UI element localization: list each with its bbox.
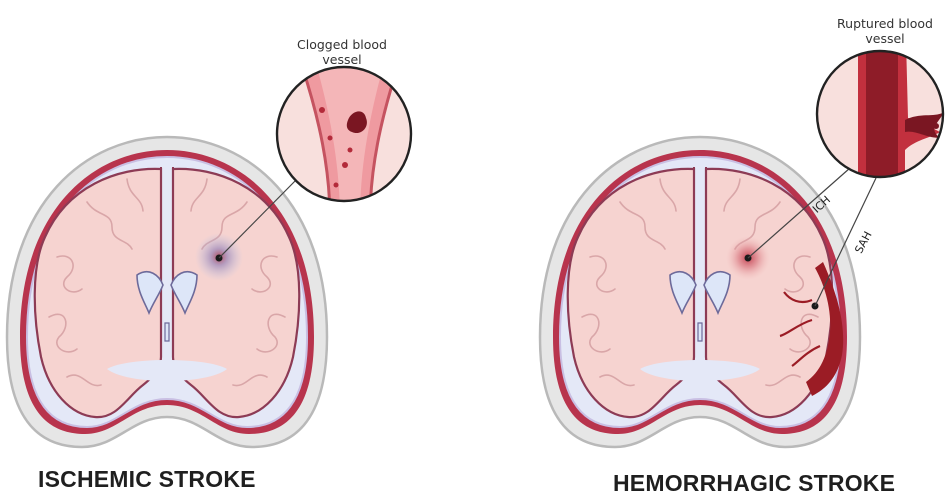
hemorrhagic-brain	[540, 137, 860, 447]
ischemic-brain	[7, 137, 327, 447]
clogged-vessel-label: Clogged blood vessel	[282, 37, 402, 67]
clogged-vessel-label-line1: Clogged blood	[282, 37, 402, 52]
clogged-vessel-label-line2: vessel	[282, 52, 402, 67]
hemorrhagic-stroke-title: HEMORRHAGIC STROKE	[613, 470, 895, 497]
clogged-vessel-magnifier	[277, 60, 411, 220]
ruptured-vessel-label-line1: Ruptured blood	[826, 16, 944, 31]
ruptured-vessel-label-line2: vessel	[826, 31, 944, 46]
ruptured-vessel-magnifier	[817, 40, 944, 190]
ruptured-vessel-label: Ruptured blood vessel	[826, 16, 944, 46]
ischemic-stroke-title: ISCHEMIC STROKE	[38, 466, 256, 493]
